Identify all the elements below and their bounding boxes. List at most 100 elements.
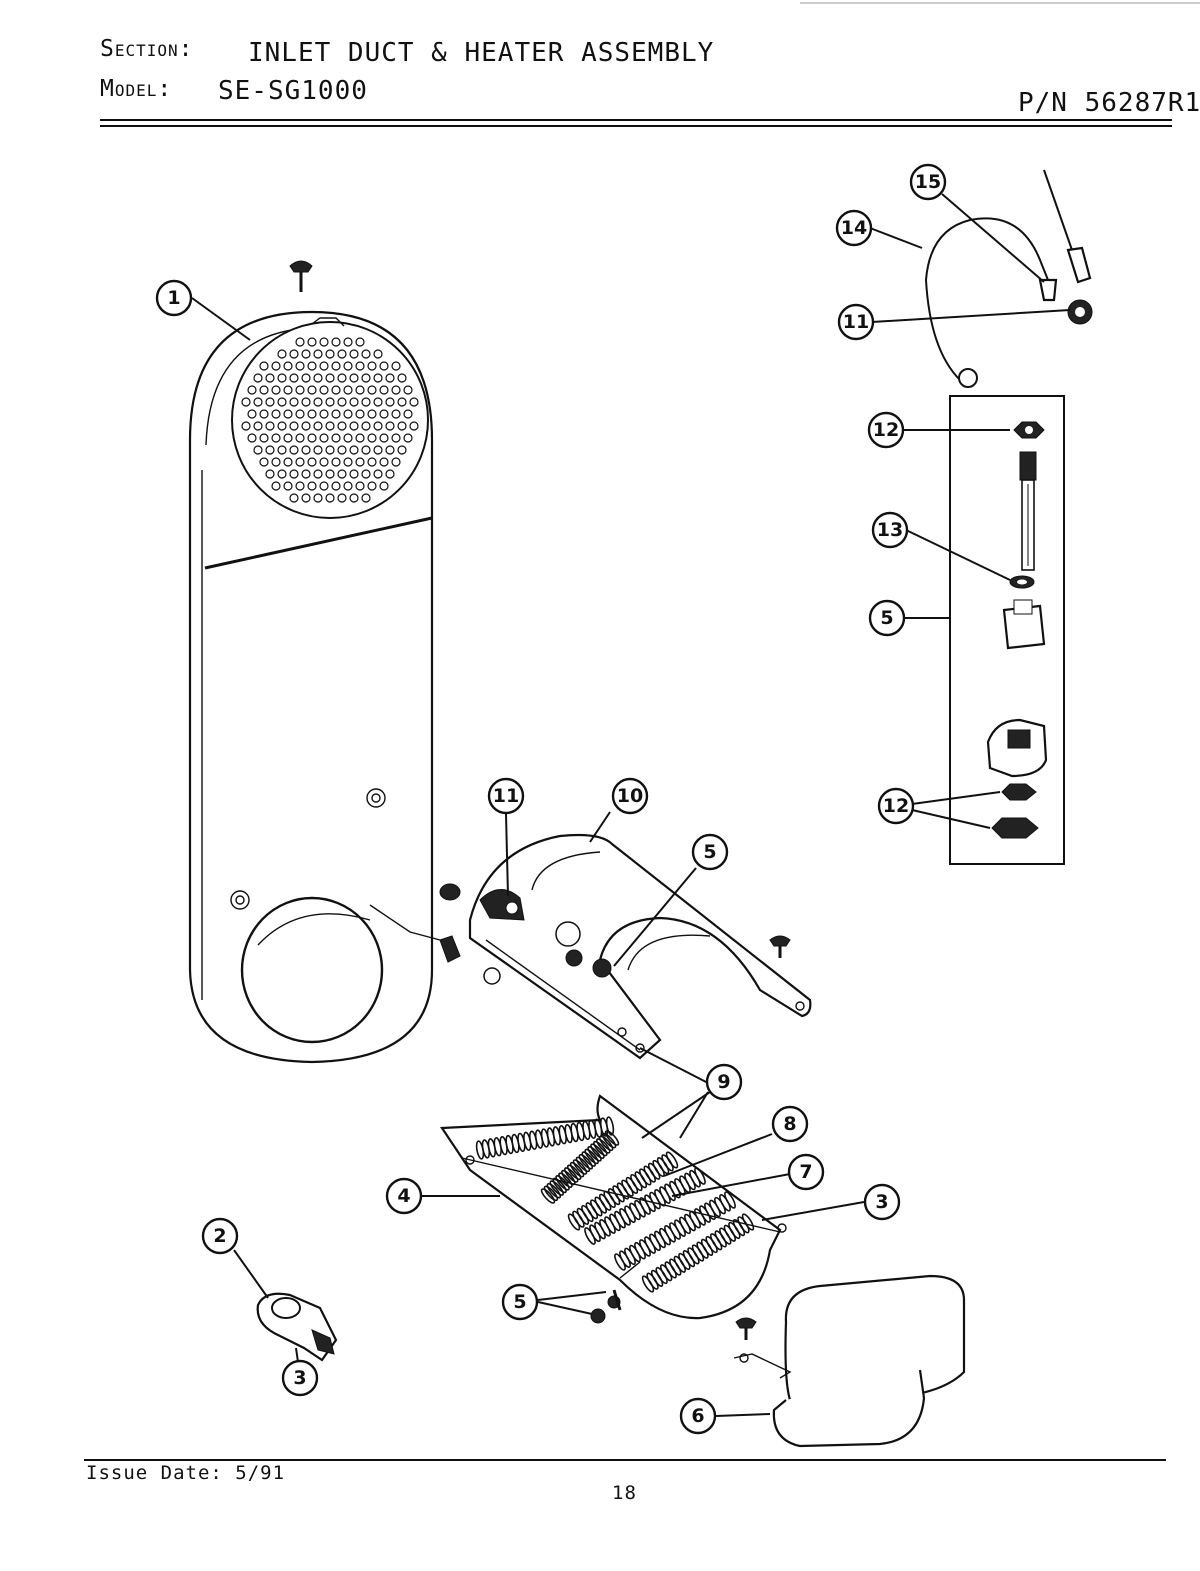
perforation-hole: [373, 469, 383, 479]
callout-9: 9: [705, 1063, 743, 1101]
perforation-hole: [349, 421, 359, 431]
perforation-hole: [271, 409, 281, 419]
callout-label: 7: [799, 1161, 812, 1183]
coil-turn: [665, 1151, 679, 1169]
perforation-hole: [289, 493, 299, 503]
perforation-hole: [355, 433, 365, 443]
coil-turn: [549, 1180, 564, 1196]
inlet-duct: [188, 310, 434, 1064]
callout-1: 1: [155, 279, 193, 317]
callout-13: 13: [871, 511, 909, 549]
perforation-hole: [307, 337, 317, 347]
perforation-hole: [259, 457, 269, 467]
perforation-hole: [319, 385, 329, 395]
perforation-hole: [265, 373, 275, 383]
perforation-hole: [283, 385, 293, 395]
part-number: P/N 56287R1: [1018, 88, 1200, 118]
perforation-hole: [361, 421, 371, 431]
perforation-hole: [379, 457, 389, 467]
perforation-hole: [325, 469, 335, 479]
jumper-wire: [924, 169, 1092, 388]
perforation-hole: [355, 385, 365, 395]
perforation-hole: [361, 445, 371, 455]
perforation-hole: [301, 421, 311, 431]
perforation-hole: [295, 409, 305, 419]
perforation-hole: [397, 397, 407, 407]
perforation-hole: [325, 493, 335, 503]
perforation-hole: [301, 445, 311, 455]
coil-turn: [598, 1135, 614, 1152]
section-title: INLET DUCT & HEATER ASSEMBLY: [248, 38, 715, 68]
perforation-hole: [337, 397, 347, 407]
heater-shield: [468, 833, 812, 1060]
perforation-hole: [271, 385, 281, 395]
perforation-hole: [253, 421, 263, 431]
perforation-hole: [283, 361, 293, 371]
coil-turn: [605, 1116, 615, 1136]
perforation-hole: [277, 445, 287, 455]
perforation-hole: [349, 349, 359, 359]
perforation-hole: [361, 493, 371, 503]
perforation-hole: [367, 433, 377, 443]
perforation-hole: [379, 481, 389, 491]
perforation-hole: [307, 457, 317, 467]
coil-turn: [724, 1191, 736, 1209]
callout-2: 2: [201, 1217, 239, 1255]
perforation-hole: [367, 457, 377, 467]
inlet-screen-perforation: [241, 337, 419, 503]
coil-turn: [558, 1172, 573, 1188]
perforation-hole: [265, 397, 275, 407]
callout-label: 4: [397, 1185, 410, 1207]
callout-label: 11: [843, 311, 869, 333]
perforation-hole: [331, 361, 341, 371]
page-number: 18: [612, 1482, 637, 1504]
callout-7: 7: [787, 1153, 825, 1191]
callout-label: 12: [883, 795, 909, 817]
callout-5a: 5: [691, 833, 729, 871]
perforation-hole: [355, 457, 365, 467]
perforation-hole: [265, 445, 275, 455]
perforation-hole: [277, 349, 287, 359]
perforation-hole: [295, 481, 305, 491]
perforation-hole: [385, 373, 395, 383]
coil-turn: [587, 1146, 602, 1162]
thermostat-assembly: [369, 883, 612, 985]
coil-turn: [581, 1151, 596, 1167]
perforation-hole: [343, 481, 353, 491]
perforation-hole: [319, 337, 329, 347]
callout-label: 11: [493, 785, 519, 807]
callout-5c: 5: [868, 599, 906, 637]
perforation-hole: [361, 469, 371, 479]
perforation-hole: [259, 433, 269, 443]
perforation-hole: [253, 397, 263, 407]
perforation-hole: [289, 445, 299, 455]
perforation-hole: [343, 361, 353, 371]
callout-label: 13: [877, 519, 903, 541]
perforation-hole: [337, 445, 347, 455]
coil-turn: [561, 1169, 576, 1186]
coil-turn: [555, 1175, 570, 1191]
perforation-hole: [361, 373, 371, 383]
callout-12a: 12: [867, 411, 905, 449]
perforation-hole: [325, 373, 335, 383]
perforation-hole: [355, 337, 365, 347]
heater-element: [440, 1094, 787, 1320]
perforation-hole: [379, 361, 389, 371]
perforation-hole: [391, 409, 401, 419]
issue-date: Issue Date: 5/91: [86, 1462, 286, 1484]
callout-label: 5: [703, 841, 716, 863]
perforation-hole: [289, 397, 299, 407]
high-limit-thermostat: [256, 1292, 338, 1362]
perforation-hole: [361, 397, 371, 407]
perforation-hole: [385, 445, 395, 455]
perforation-hole: [373, 421, 383, 431]
perforation-hole: [367, 481, 377, 491]
perforation-hole: [367, 409, 377, 419]
coil-turn: [584, 1148, 599, 1165]
perforation-hole: [259, 361, 269, 371]
callout-15: 15: [909, 163, 947, 201]
perforation-hole: [349, 469, 359, 479]
perforation-hole: [385, 397, 395, 407]
perforation-hole: [349, 373, 359, 383]
